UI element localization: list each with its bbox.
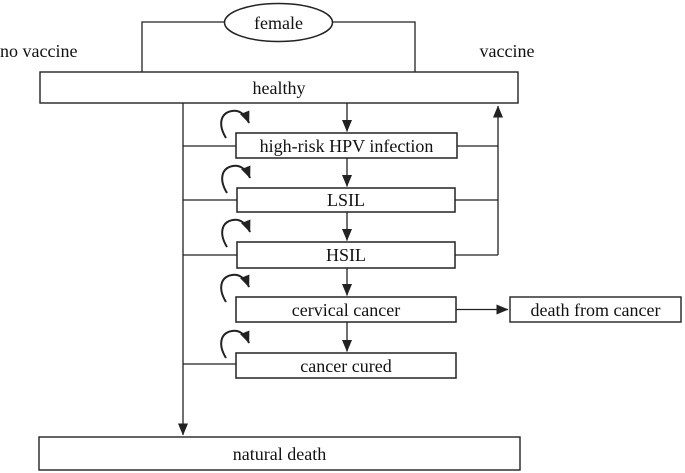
cancer-cured-box-shape bbox=[235, 352, 457, 379]
node-label-cancer-cured: cancer cured bbox=[300, 355, 392, 376]
death-from-cancer-box-shape bbox=[509, 296, 682, 323]
node-label-cervical-cancer: cervical cancer bbox=[291, 299, 401, 320]
node-label-natural-death: natural death bbox=[232, 443, 327, 464]
node-label-healthy: healthy bbox=[252, 77, 306, 98]
self-loop-cancer-cured-icon bbox=[220, 329, 250, 359]
self-loop-hsil-icon bbox=[221, 218, 251, 248]
node-label-high-risk-hpv-infection: high-risk HPV infection bbox=[259, 135, 434, 156]
self-loop-arrows bbox=[220, 109, 251, 359]
cervical-cancer-box-shape bbox=[235, 296, 457, 323]
connector-lines bbox=[141, 21, 509, 436]
self-loop-lsil-icon bbox=[221, 164, 251, 194]
hpv-box-shape bbox=[235, 132, 458, 159]
self-loop-hpv-icon bbox=[220, 109, 250, 139]
node-shapes bbox=[38, 2, 682, 471]
natural-death-box-shape bbox=[38, 436, 521, 471]
hsil-box-shape bbox=[236, 241, 456, 269]
edge-female-healthy-left bbox=[141, 21, 225, 72]
edge-female-healthy-right bbox=[332, 21, 416, 72]
self-loop-cervical-cancer-icon bbox=[220, 273, 250, 303]
healthy-box-shape bbox=[39, 71, 519, 104]
node-label-lsil: LSIL bbox=[327, 190, 365, 210]
branch-label-vaccine: vaccine bbox=[479, 41, 535, 61]
lsil-box-shape bbox=[236, 187, 456, 213]
female-ellipse-shape bbox=[223, 2, 334, 43]
node-label-hsil: HSIL bbox=[326, 245, 366, 265]
node-label-female: female bbox=[254, 12, 303, 33]
branch-label-no-vaccine: no vaccine bbox=[0, 41, 78, 61]
node-label-death-from-cancer: death from cancer bbox=[530, 299, 661, 320]
